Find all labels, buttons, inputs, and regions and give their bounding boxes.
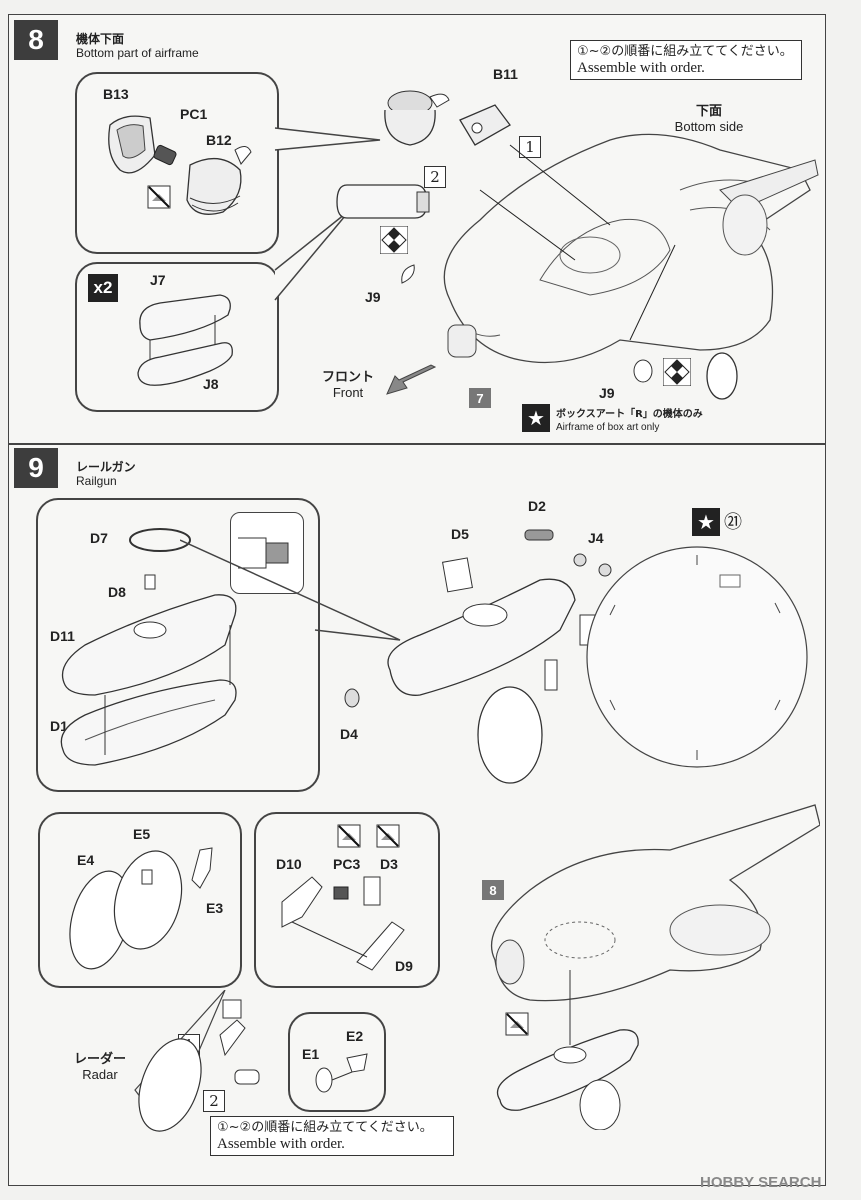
part-label-d1: D1 xyxy=(50,718,68,734)
j9-part-right xyxy=(633,359,653,383)
front-arrow-icon xyxy=(386,364,437,395)
part-label-d11: D11 xyxy=(50,628,75,644)
step-8-title-en: Bottom part of airframe xyxy=(76,46,199,60)
radar-jp: レーダー xyxy=(73,1052,126,1067)
part-label-d5: D5 xyxy=(451,526,469,542)
order-note-jp: ①~②の順番に組み立ててください。 xyxy=(577,44,793,59)
bottom-side-label: 下面 Bottom side xyxy=(668,100,750,134)
part-label-b11: B11 xyxy=(493,66,518,82)
engine-nozzle-part xyxy=(384,90,450,146)
decal-number: ㉑ xyxy=(724,512,742,533)
step-9-title-jp: レールガン xyxy=(76,460,136,474)
radar-assembled-drawing xyxy=(134,990,260,1132)
part-label-e3: E3 xyxy=(206,900,224,916)
checker-paint-icon-right xyxy=(663,358,691,386)
step-9-order-note: ①~②の順番に組み立ててください。 Assemble with order. xyxy=(210,1116,454,1156)
part-label-j9-left: J9 xyxy=(365,289,381,305)
front-label: フロント Front xyxy=(318,366,378,400)
bottom-side-en: Bottom side xyxy=(674,119,744,134)
order-note-en: Assemble with order. xyxy=(577,60,705,76)
part-label-b13: B13 xyxy=(103,86,129,102)
b11-part xyxy=(459,104,511,146)
star-icon-decal: ★ xyxy=(692,508,720,536)
part-label-j7: J7 xyxy=(150,272,166,288)
no-glue-icon-b xyxy=(376,824,400,848)
front-jp: フロント xyxy=(321,370,374,385)
part-label-j9-right: J9 xyxy=(599,385,615,401)
detail-box-e1-e2 xyxy=(288,1012,386,1112)
part-label-j4: J4 xyxy=(588,530,604,546)
final-assembly-drawing xyxy=(490,804,820,1130)
star-note-en: Airframe of box art only xyxy=(556,422,660,433)
part-label-d7: D7 xyxy=(90,530,108,546)
part-label-pc1: PC1 xyxy=(180,106,208,122)
part-label-pc3: PC3 xyxy=(333,856,361,872)
order-marker-2: 2 xyxy=(424,166,446,188)
radar-dish-decal xyxy=(586,546,808,768)
star-icon: ★ xyxy=(522,404,550,432)
detail-box-b12 xyxy=(75,72,279,254)
part-label-j8: J8 xyxy=(203,376,219,392)
airframe-bottom-drawing xyxy=(443,133,819,364)
radar-label: レーダー Radar xyxy=(72,1048,128,1082)
detail-box-radar-dish xyxy=(38,812,242,988)
part-label-d10: D10 xyxy=(276,856,302,872)
front-en: Front xyxy=(332,385,364,400)
order-marker-1: 1 xyxy=(519,136,541,158)
no-glue-icon xyxy=(147,185,171,209)
x2-badge: x2 xyxy=(88,274,118,302)
part-label-d2: D2 xyxy=(528,498,546,514)
part-label-d9: D9 xyxy=(395,958,413,974)
radar-order-note-jp: ①~②の順番に組み立ててください。 xyxy=(217,1120,433,1135)
ref-step-7: 7 xyxy=(469,388,491,408)
bottom-side-jp: 下面 xyxy=(695,104,722,119)
radar-order-note-en: Assemble with order. xyxy=(217,1136,345,1152)
j9-oval-part xyxy=(706,352,738,400)
radar-arm-drawing xyxy=(281,876,405,971)
ref-step-8: 8 xyxy=(482,880,504,900)
part-label-e1: E1 xyxy=(302,1046,320,1062)
part-label-b12: B12 xyxy=(206,132,232,148)
star-note: ボックスアート「R」の機体のみ Airframe of box art only xyxy=(556,405,703,433)
part-label-d8: D8 xyxy=(108,584,126,600)
no-glue-icon-a xyxy=(337,824,361,848)
railgun-assembly-drawing xyxy=(344,529,612,784)
step-8-title-jp: 機体下面 xyxy=(76,32,125,46)
callout-wedge-railgun xyxy=(180,539,401,641)
step-8-order-note: ①~②の順番に組み立ててください。 Assemble with order. xyxy=(570,40,802,80)
railgun-parts-drawing xyxy=(60,528,237,766)
step-9-title-en: Railgun xyxy=(76,474,117,488)
step-8-number: 8 xyxy=(14,20,58,60)
no-glue-icon-final xyxy=(505,1012,529,1036)
checker-paint-icon xyxy=(380,226,408,254)
star-note-jp: ボックスアート「R」の機体のみ xyxy=(556,409,703,420)
part-label-d4: D4 xyxy=(340,726,358,742)
part-label-e2: E2 xyxy=(346,1028,364,1044)
radar-en: Radar xyxy=(82,1067,118,1082)
j9-part-left xyxy=(401,264,415,284)
b12-assembly-drawing xyxy=(108,115,252,215)
inset-drawing xyxy=(238,537,289,569)
radar-order-2: 2 xyxy=(203,1090,225,1112)
watermark-logo: HOBBY SEARCH xyxy=(700,1174,822,1191)
e1-e2-drawing xyxy=(315,1053,368,1093)
radar-dish-drawing xyxy=(69,847,213,970)
part-label-e4: E4 xyxy=(77,852,95,868)
j7-j8-drawing xyxy=(137,294,233,386)
step-9-number: 9 xyxy=(14,448,58,488)
part-label-e5: E5 xyxy=(133,826,151,842)
part-label-d3: D3 xyxy=(380,856,398,872)
j9-cylinder-part xyxy=(336,184,430,219)
